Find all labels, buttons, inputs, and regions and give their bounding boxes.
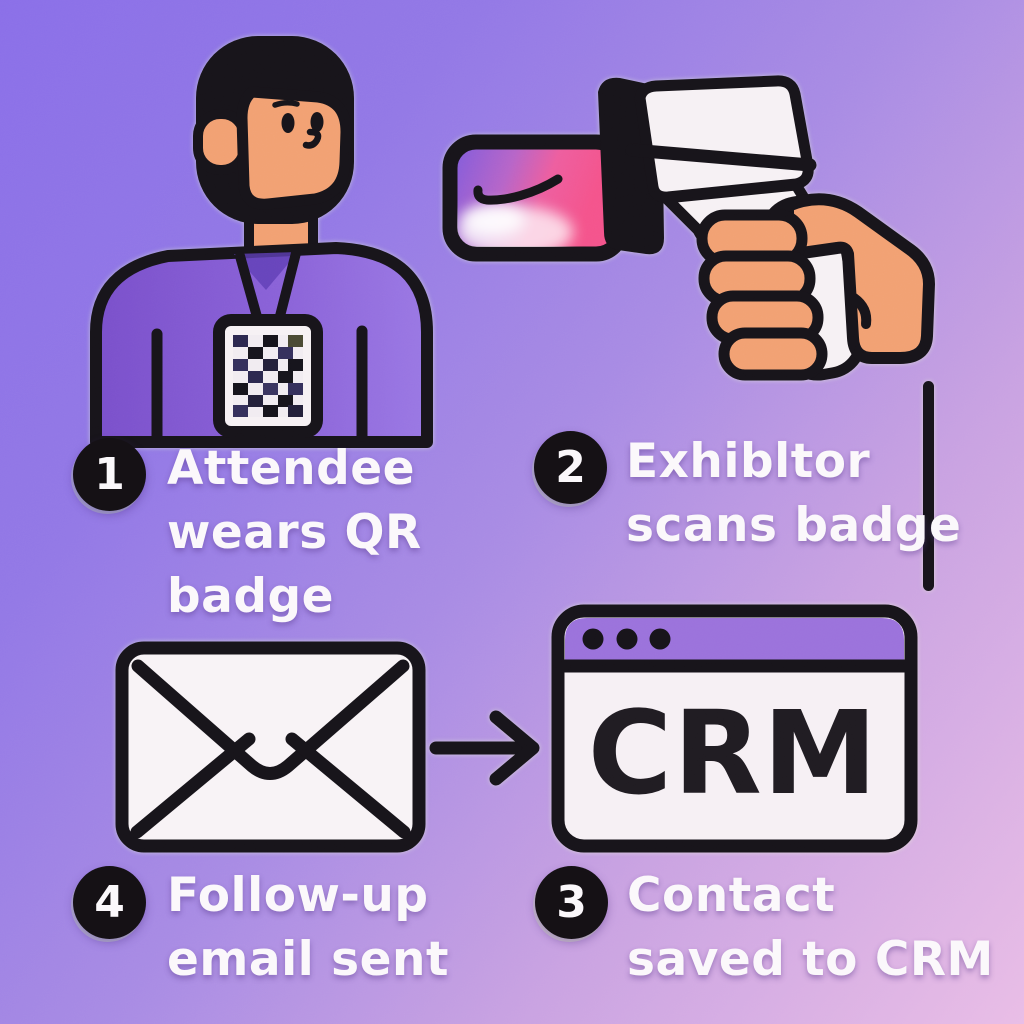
arrow-icon bbox=[429, 710, 540, 786]
step-3-label-line-2: saved to CRM bbox=[627, 932, 994, 987]
person-icon bbox=[90, 36, 433, 448]
scanner-beam bbox=[442, 134, 630, 262]
person-eye-left bbox=[281, 113, 295, 133]
step-1-label-line-2: wears QR bbox=[167, 505, 422, 560]
window-dot-2 bbox=[616, 628, 638, 650]
step-3-number-badge: 3 bbox=[535, 866, 608, 939]
step-2-label-line-2: scans badge bbox=[626, 498, 962, 553]
step-2-number-badge: 2 bbox=[534, 431, 607, 504]
step-3-label: Contact saved to CRM bbox=[627, 864, 994, 992]
step-3-label-line-1: Contact bbox=[627, 868, 836, 923]
browser-titlebar bbox=[565, 618, 904, 660]
step-4-number-badge: 4 bbox=[73, 866, 146, 939]
person-eyebrow bbox=[272, 99, 300, 108]
step-2-label-line-1: Exhibltor bbox=[626, 434, 871, 489]
step-1-label-line-3: badge bbox=[167, 569, 335, 624]
step-2-label: Exhibltor scans badge bbox=[626, 430, 961, 558]
step-1-label: Attendee wears QR badge bbox=[167, 437, 422, 629]
envelope-icon bbox=[115, 641, 426, 853]
envelope-body bbox=[115, 641, 426, 853]
qr-badge-icon bbox=[213, 314, 323, 438]
step-1-label-line-1: Attendee bbox=[167, 441, 416, 496]
step-4-label-line-1: Follow-up bbox=[167, 868, 429, 923]
step-4-label: Follow-up email sent bbox=[167, 864, 449, 992]
window-dot-1 bbox=[582, 628, 604, 650]
step-1-number-badge: 1 bbox=[73, 438, 146, 511]
crm-label: CRM bbox=[588, 687, 878, 821]
step-4-label-line-2: email sent bbox=[167, 932, 449, 987]
window-dot-3 bbox=[649, 628, 671, 650]
finger-4 bbox=[718, 327, 828, 381]
person-face bbox=[236, 86, 352, 210]
crm-window-icon: CRM bbox=[551, 604, 918, 853]
scanner-head bbox=[634, 75, 814, 203]
